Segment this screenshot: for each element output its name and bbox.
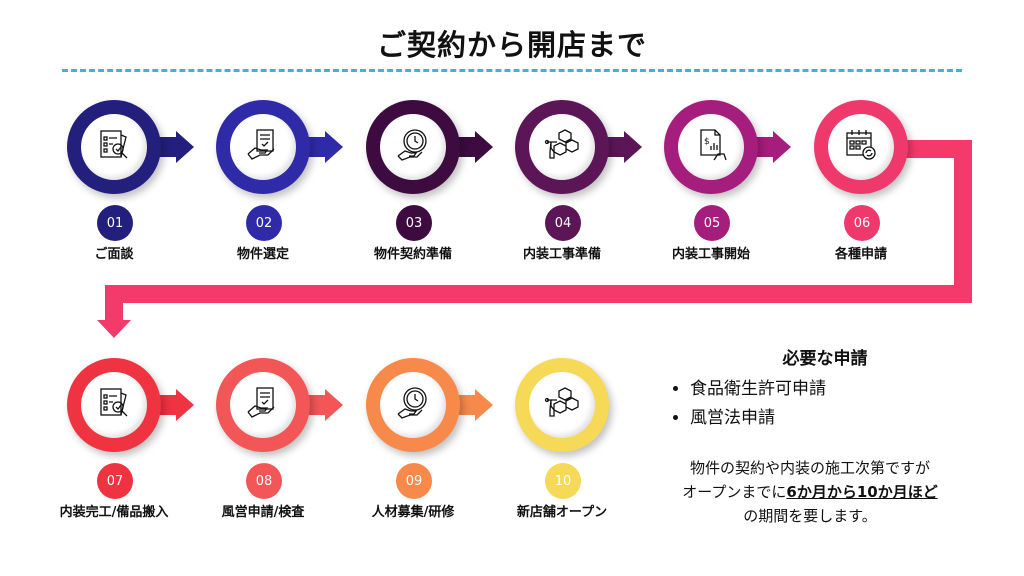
step-label: 各種申請 <box>834 247 887 262</box>
step-03: 03 物件契約準備 <box>338 100 493 300</box>
step-number: 01 <box>97 205 133 241</box>
step-07: 07 内装完工/備品搬入 <box>39 358 194 558</box>
step-label: 人材募集/研修 <box>371 505 455 520</box>
note-line: オープンまでに6か月から10か月ほど <box>640 480 980 504</box>
step-label: 新店舗オープン <box>516 505 608 520</box>
hand-clock-icon <box>394 126 432 168</box>
step-number: 04 <box>545 205 581 241</box>
step-04: 04 内装工事準備 <box>487 100 642 300</box>
svg-text:$: $ <box>704 137 710 147</box>
step-ring <box>515 358 609 452</box>
step-label: 物件契約準備 <box>373 247 452 262</box>
step-ring <box>67 358 161 452</box>
duration-note: 物件の契約や内装の施工次第ですが オープンまでに6か月から10か月ほど の期間を… <box>640 456 980 528</box>
invoice-hand-icon: $ <box>692 126 730 168</box>
step-number: 10 <box>545 463 581 499</box>
step-ring <box>515 100 609 194</box>
step-ring <box>814 100 908 194</box>
hand-document-icon <box>244 126 282 168</box>
step-08: 08 風営申請/検査 <box>188 358 343 558</box>
step-09: 09 人材募集/研修 <box>338 358 493 558</box>
design-cubes-icon <box>543 384 581 426</box>
step-ring <box>216 100 310 194</box>
requirement-item: 食品衛生許可申請 <box>690 375 970 404</box>
step-10: 10 新店舗オープン <box>487 358 637 558</box>
step-label: 内装工事開始 <box>671 247 750 262</box>
step-number: 03 <box>396 205 432 241</box>
step-number: 06 <box>844 205 880 241</box>
step-label: 物件選定 <box>236 247 289 262</box>
step-label: ご面談 <box>94 247 134 262</box>
requirement-item: 風営法申請 <box>690 404 970 433</box>
step-ring <box>67 100 161 194</box>
calendar-refresh-icon <box>842 126 880 168</box>
step-number: 08 <box>246 463 282 499</box>
step-ring <box>216 358 310 452</box>
document-search-icon <box>95 384 133 426</box>
step-ring <box>366 358 460 452</box>
hand-clock-icon <box>394 384 432 426</box>
hand-document-icon <box>244 384 282 426</box>
note-line: の期間を要します。 <box>743 507 877 525</box>
page-title: ご契約から開店まで <box>376 28 647 62</box>
step-02: 02 物件選定 <box>188 100 343 300</box>
design-cubes-icon <box>543 126 581 168</box>
step-01: 01 ご面談 <box>39 100 194 300</box>
note-line: 物件の契約や内装の施工次第ですが <box>689 459 930 477</box>
step-label: 内装工事準備 <box>522 247 601 262</box>
step-label: 内装完工/備品搬入 <box>59 505 169 520</box>
title-divider <box>62 69 962 72</box>
step-number: 05 <box>694 205 730 241</box>
document-search-icon <box>95 126 133 168</box>
required-applications: 必要な申請 食品衛生許可申請 風営法申請 <box>650 344 970 433</box>
duration-emphasis: 6か月から10か月ほど <box>786 483 938 501</box>
step-ring: $ <box>664 100 758 194</box>
step-number: 02 <box>246 205 282 241</box>
required-applications-title: 必要な申請 <box>782 349 868 369</box>
step-number: 07 <box>97 463 133 499</box>
step-number: 09 <box>396 463 432 499</box>
step-06: 06 各種申請 <box>786 100 936 300</box>
step-05: $05 内装工事開始 <box>636 100 791 300</box>
note-text: オープンまでに <box>682 483 787 501</box>
step-label: 風営申請/検査 <box>221 505 305 520</box>
step-ring <box>366 100 460 194</box>
